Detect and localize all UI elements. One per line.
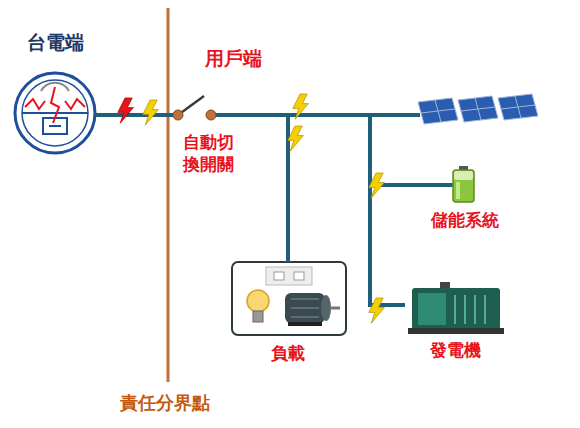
battery-highlight <box>456 182 460 199</box>
lightning-bolt <box>143 100 159 125</box>
logo-zigzag <box>25 99 45 109</box>
node-label: 負載 <box>228 342 348 364</box>
power-wire <box>243 115 405 305</box>
generator-node: 發電機 <box>405 275 505 361</box>
generator-body <box>412 288 500 330</box>
solar-panel <box>458 96 498 122</box>
load-frame <box>232 262 346 335</box>
load-illustration <box>232 262 346 335</box>
panel-grid <box>501 105 535 109</box>
generator-grille <box>474 295 476 324</box>
generator-panel <box>418 293 446 325</box>
lightning-bolt <box>293 94 309 119</box>
outlet-socket <box>274 272 284 280</box>
motor-feet <box>288 322 322 326</box>
generator-grille <box>464 295 466 324</box>
bulb-base <box>253 311 263 322</box>
storage-node: 儲能系統 <box>425 165 505 231</box>
motor-fin <box>291 307 319 309</box>
boundary-label: 責任分界點 <box>105 391 225 414</box>
node-label: 台電端 <box>15 30 95 55</box>
outlet-plate <box>266 267 312 285</box>
motor-body <box>285 293 325 323</box>
node-label: 儲能系統 <box>425 209 505 231</box>
generator-grille <box>454 295 456 324</box>
panel-grid <box>461 107 495 111</box>
solar-panel <box>418 98 458 124</box>
logo-zigzag <box>65 99 85 109</box>
node-label: 發電機 <box>405 339 505 361</box>
side-label: 用戶端 <box>205 46 262 71</box>
battery-top <box>454 171 473 180</box>
taipower-logo <box>15 73 95 153</box>
load-node: 負載 <box>228 262 348 364</box>
motor-end-cap <box>321 295 331 321</box>
motor-fin <box>291 316 319 318</box>
storage-stub-wire <box>425 183 453 187</box>
lightning-bolt <box>288 126 304 151</box>
transfer-switch-symbol <box>173 96 216 120</box>
power-wire <box>243 115 288 262</box>
solar-panel-illustration <box>418 94 538 124</box>
logo-bolt <box>51 87 59 123</box>
boundary-line <box>167 8 170 382</box>
battery-body <box>453 170 474 202</box>
transfer-switch-node: 自動切 換開關 <box>173 99 243 175</box>
switch-contact <box>173 110 183 120</box>
logo-mark <box>49 125 61 127</box>
node-label: 自動切 換開關 <box>183 131 243 175</box>
power-wire <box>243 115 425 185</box>
solar-panel <box>498 94 538 120</box>
lightning-bolt <box>369 298 385 323</box>
logo-outer-ring <box>15 73 95 153</box>
motor-shaft <box>330 307 340 310</box>
logo-inner-ring <box>22 80 88 146</box>
motor-fin <box>291 298 319 300</box>
battery-illustration <box>453 166 474 202</box>
switch-contact <box>206 110 216 120</box>
lightning-bolt <box>369 173 385 198</box>
outlet-socket <box>294 272 304 280</box>
generator-base <box>408 328 504 334</box>
solar-wire <box>370 113 420 117</box>
panel-grid <box>421 109 455 113</box>
light-bulb <box>247 290 269 312</box>
lightning-bolt <box>118 98 134 123</box>
grid-end-node: 台電端 <box>15 30 95 155</box>
generator-grille <box>484 295 486 324</box>
logo-bar <box>22 112 88 114</box>
generator-illustration <box>408 282 504 334</box>
power-wire <box>95 113 173 117</box>
